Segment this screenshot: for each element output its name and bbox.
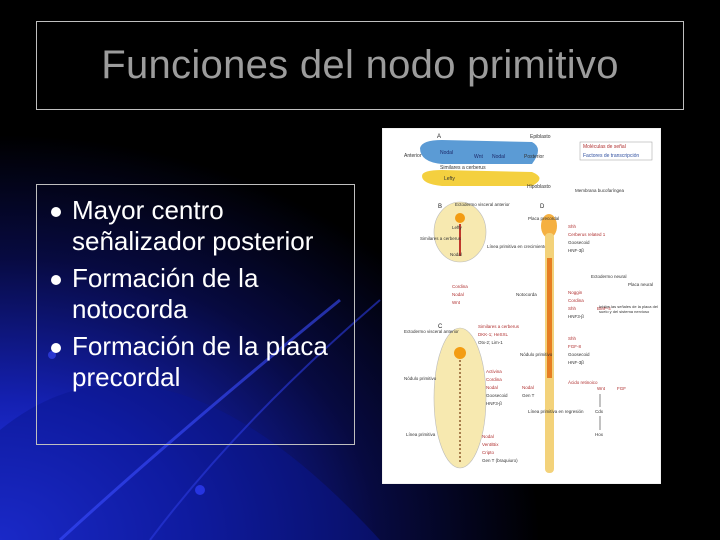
fig-label: Similares a cerberus xyxy=(420,236,462,241)
fig-label: Nodal xyxy=(482,434,494,439)
fig-label: Nodal xyxy=(450,252,462,257)
fig-label: Línea primitiva xyxy=(406,432,436,437)
bullet-icon xyxy=(51,207,61,217)
fig-label: Nódulo primitivo xyxy=(404,376,437,381)
fig-label: HNF3-β xyxy=(486,401,502,406)
fig-label: Shh xyxy=(568,224,577,229)
fig-label: Notocorda xyxy=(516,292,537,297)
bullet-item: Mayor centro señalizador posterior xyxy=(37,195,354,257)
fig-label: HNF3-β xyxy=(568,314,584,319)
panel-label-a: A xyxy=(437,134,441,140)
fig-label: Lefty xyxy=(452,225,463,230)
fig-label: Gen T (braquiuro) xyxy=(482,458,518,463)
panel-label-c: C xyxy=(438,324,443,330)
bullet-text: Mayor centro señalizador posterior xyxy=(72,195,314,256)
fig-label: Goosecoid xyxy=(568,240,590,245)
bullet-text: Formación de la notocorda xyxy=(72,263,259,324)
fig-label: HNF-3β xyxy=(568,360,584,365)
fig-label: Cdx xyxy=(595,409,604,414)
fig-label: Ectodermo visceral anterior xyxy=(455,202,510,207)
fig-label: Nódulo primitivo xyxy=(520,352,553,357)
fig-label: Placa precordal xyxy=(528,216,559,221)
fig-label: FGF xyxy=(617,386,626,391)
fig-label: BMP-4 xyxy=(597,306,611,311)
fig-label: Placa neural xyxy=(628,282,653,287)
fig-label: Epiblasto xyxy=(530,134,551,140)
fig-label: Vent/Bix xyxy=(482,442,499,447)
fig-label: Nodal xyxy=(440,150,453,156)
fig-label: Gen T xyxy=(522,393,535,398)
fig-label: Noggin xyxy=(568,290,583,295)
fig-label: Wnt xyxy=(474,154,484,160)
bullet-icon xyxy=(51,343,61,353)
fig-label: Ectodermo neural xyxy=(591,274,627,279)
fig-label: Ácido retinoico xyxy=(568,379,598,385)
fig-label: Membrana bucofaríngea xyxy=(575,188,625,193)
fig-label: Hipoblasto xyxy=(527,184,551,190)
embryo-signaling-figure: A Epiblasto Anterior Nodal Wnt Nodal Pos… xyxy=(382,128,661,484)
bullet-item: Formación de la notocorda xyxy=(37,263,354,325)
fig-label: Similares a cerberus xyxy=(440,165,486,171)
fig-label: Goosecoid xyxy=(486,393,508,398)
fig-label: Nodal xyxy=(452,292,464,297)
fig-label: Shh xyxy=(568,306,577,311)
slide-title: Funciones del nodo primitivo xyxy=(101,43,619,87)
fig-label: Ectodermo visceral anterior xyxy=(404,329,459,334)
fig-label: DKK-1; HeSXL xyxy=(478,332,509,337)
fig-label: Cordina xyxy=(452,284,468,289)
fig-label: Anterior xyxy=(404,153,422,159)
fig-label: Otx-2; Lim-1 xyxy=(478,340,503,345)
fig-label: Inhibe las señales de la placa del suelo… xyxy=(599,304,658,314)
bullet-list: Mayor centro señalizador posterior Forma… xyxy=(37,185,354,393)
fig-label: Línea primitiva en crecimiento xyxy=(487,244,547,249)
fig-label: Nodal xyxy=(486,385,498,390)
fig-label: FGF-8 xyxy=(568,344,581,349)
bullet-text: Formación de la placa precordal xyxy=(72,331,328,392)
fig-label: Posterior xyxy=(524,154,544,160)
fig-label: Nodal xyxy=(492,154,505,160)
fig-label: HNF-3β xyxy=(568,248,584,253)
title-box: Funciones del nodo primitivo xyxy=(36,21,684,110)
fig-label: Lefty xyxy=(444,176,455,182)
fig-label: Cerberus related 1 xyxy=(568,232,606,237)
fig-label: Nodal xyxy=(522,385,534,390)
bullet-item: Formación de la placa precordal xyxy=(37,331,354,393)
fig-label: Similares a cerberus xyxy=(478,324,520,329)
fig-label: Wnt xyxy=(597,386,606,391)
fig-label: Moléculas de señal xyxy=(583,144,626,150)
panel-label-b: B xyxy=(438,204,442,210)
fig-label: Hox xyxy=(595,432,604,437)
content-box: Mayor centro señalizador posterior Forma… xyxy=(36,184,355,445)
fig-label: Cordina xyxy=(568,298,584,303)
fig-label: Cripto xyxy=(482,450,495,455)
fig-label: Factores de transcripción xyxy=(583,153,639,159)
fig-label: Goosecoid xyxy=(568,352,590,357)
fig-label: Línea primitiva en regresión xyxy=(528,409,584,414)
fig-label: Shh xyxy=(568,336,577,341)
bullet-icon xyxy=(51,275,61,285)
fig-label: Wnt xyxy=(452,300,461,305)
fig-label: Activina xyxy=(486,369,502,374)
fig-label: Cordina xyxy=(486,377,502,382)
panel-label-d: D xyxy=(540,204,545,210)
